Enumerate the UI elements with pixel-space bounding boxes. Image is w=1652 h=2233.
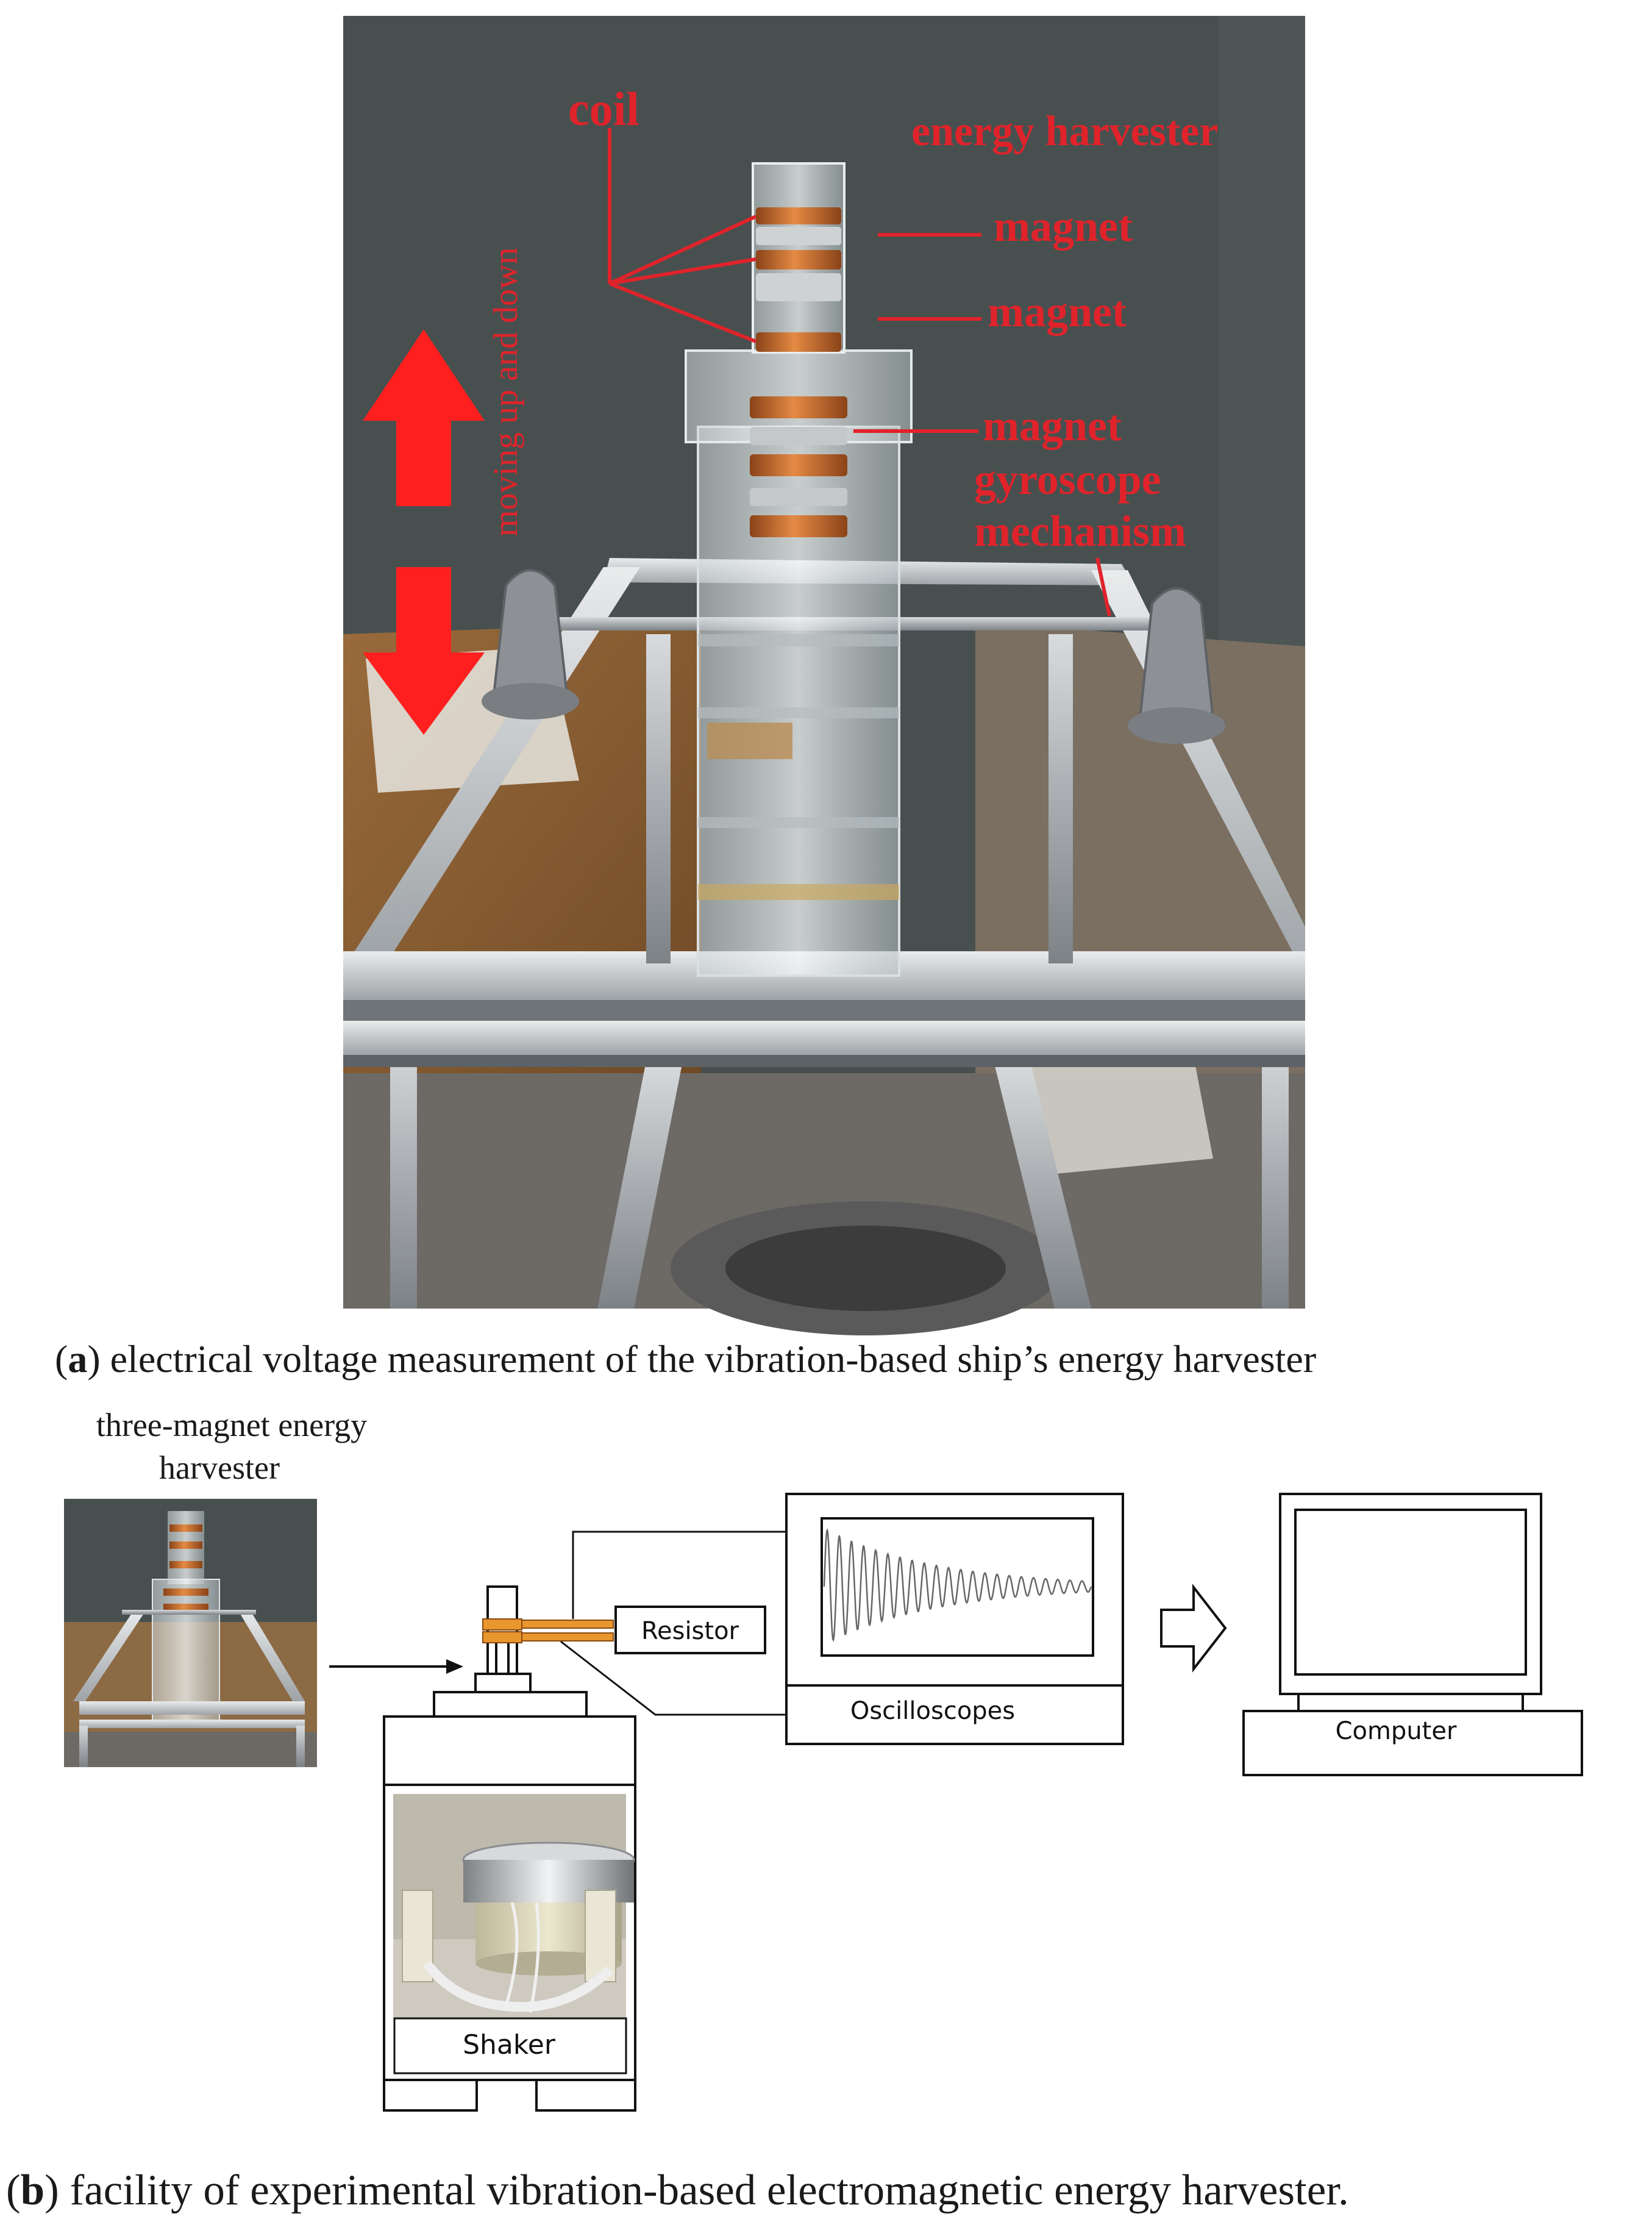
coil-bands	[482, 1618, 614, 1643]
decaying-waveform	[823, 1527, 1092, 1642]
shaker-label: Shaker	[463, 2029, 556, 2060]
caption-b: (b) facility of experimental vibration-b…	[6, 2167, 1349, 2214]
up-arrow-icon	[363, 329, 485, 506]
harvester-thumbnail	[64, 1499, 317, 1767]
shaker: Shaker	[383, 1691, 636, 2112]
panel-b: three-magnet energy harvester	[64, 1407, 1583, 2112]
caption-b-letter: b	[21, 2167, 45, 2214]
magnet-label-3: magnet	[983, 401, 1122, 450]
computer-label: Computer	[1336, 1717, 1457, 1745]
panel-a-photo: coil energy harvester magnet magnet magn…	[343, 16, 1305, 1335]
caption-b-text: facility of experimental vibration-based…	[59, 2167, 1349, 2214]
thumb-to-harvester-arrow	[329, 1659, 463, 1674]
gyroscope-label: gyroscope	[974, 455, 1161, 504]
wires	[560, 1531, 786, 1716]
down-arrow-icon	[363, 567, 485, 735]
mechanism-label: mechanism	[974, 507, 1186, 556]
caption-a-text: electrical voltage measurement of the vi…	[101, 1337, 1317, 1381]
shaker-photo	[393, 1794, 635, 2018]
caption-a: (a) electrical voltage measurement of th…	[55, 1337, 1316, 1381]
right-pillow-block	[1128, 587, 1225, 744]
thumb-title-line2: harvester	[159, 1449, 280, 1486]
computer: Computer	[1242, 1493, 1583, 1776]
oscilloscope: Oscilloscopes	[785, 1493, 1124, 1745]
hollow-right-arrow-icon	[1160, 1584, 1227, 1673]
oscilloscopes-label: Oscilloscopes	[850, 1697, 1015, 1725]
magnet-label-2: magnet	[988, 287, 1127, 336]
energy-harvester-label: energy harvester	[911, 108, 1218, 155]
thumb-title-line1: three-magnet energy	[96, 1407, 367, 1443]
resistor-box: Resistor	[614, 1606, 766, 1654]
magnet-label-1: magnet	[994, 202, 1133, 251]
annotation-lines	[608, 128, 1111, 616]
left-pillow-block	[482, 569, 579, 720]
caption-a-letter: a	[68, 1337, 87, 1381]
coil-label: coil	[568, 82, 639, 135]
motion-label: moving up and down	[487, 248, 525, 537]
resistor-label: Resistor	[641, 1617, 739, 1645]
